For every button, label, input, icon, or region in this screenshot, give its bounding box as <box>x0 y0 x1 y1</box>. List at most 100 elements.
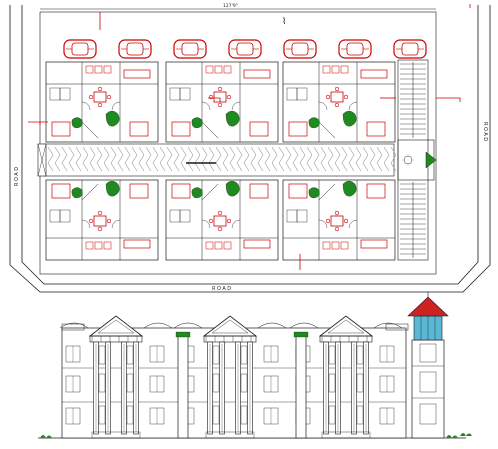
bed <box>51 183 71 199</box>
apartment-unit <box>282 179 396 261</box>
window <box>212 405 220 425</box>
parapet <box>385 323 409 331</box>
plant <box>342 180 357 197</box>
parking-car <box>63 39 97 59</box>
window <box>240 405 248 425</box>
plant <box>342 110 357 127</box>
window <box>212 345 220 365</box>
dining-table <box>330 91 344 103</box>
window <box>356 373 364 393</box>
plant <box>191 187 203 199</box>
bed <box>249 183 269 199</box>
window <box>356 345 364 365</box>
entry-gate-left <box>37 143 47 177</box>
road-label-left: ROAD <box>14 165 20 186</box>
residential-units <box>45 61 396 261</box>
road-outline-outer <box>9 5 491 293</box>
grass-tuft <box>460 433 472 436</box>
plant <box>225 180 240 197</box>
apartment-unit <box>165 61 279 143</box>
plant <box>191 117 203 129</box>
bed <box>129 183 149 199</box>
parking-cars <box>63 39 427 59</box>
elevation-blocks <box>59 315 409 439</box>
road-label-right: ROAD <box>482 122 488 143</box>
site-plan: 127'9" ⌇ ROAD ROAD ROAD <box>9 3 491 293</box>
parking-car <box>228 39 262 59</box>
entry-gate-right <box>425 151 437 169</box>
road-label-bottom: ROAD <box>212 286 233 292</box>
bed <box>129 121 149 137</box>
parking-car <box>118 39 152 59</box>
sofa <box>243 69 271 79</box>
apartment-unit <box>282 61 396 143</box>
entry-steps <box>205 431 255 439</box>
staircase <box>400 62 426 258</box>
annotation-leaders <box>28 4 471 270</box>
elevation-block <box>173 315 287 439</box>
grass-tuft <box>40 435 52 438</box>
window <box>240 373 248 393</box>
service-block-right <box>397 59 437 261</box>
facade-body <box>61 327 407 439</box>
sofa <box>360 69 388 79</box>
window <box>98 373 106 393</box>
entry-steps <box>91 431 141 439</box>
apartment-unit <box>45 61 159 143</box>
window <box>126 345 134 365</box>
bed <box>366 121 386 137</box>
dining-table <box>93 91 107 103</box>
plot-boundary <box>39 11 437 275</box>
planter <box>293 331 309 338</box>
apartment-unit <box>165 179 279 261</box>
window <box>98 405 106 425</box>
window <box>328 405 336 425</box>
parking-car <box>173 39 207 59</box>
entry-steps <box>321 431 371 439</box>
window <box>98 345 106 365</box>
bed <box>366 183 386 199</box>
apartment-unit <box>45 179 159 261</box>
dimension-text-top: 127'9" <box>223 3 238 9</box>
bed <box>171 121 191 137</box>
plant <box>71 117 83 129</box>
front-elevation <box>38 292 472 439</box>
dining-table <box>213 215 227 227</box>
stair-tower <box>407 292 449 439</box>
sofa <box>360 239 388 249</box>
plant <box>308 187 320 199</box>
sofa <box>243 239 271 249</box>
parking-car <box>338 39 372 59</box>
dome-roof <box>407 296 449 317</box>
bed <box>171 183 191 199</box>
plant <box>225 110 240 127</box>
elevation-block <box>289 315 403 439</box>
plant <box>105 180 120 197</box>
bed <box>249 121 269 137</box>
window <box>356 405 364 425</box>
grass-tuft <box>446 435 458 438</box>
herringbone-paving <box>47 146 397 172</box>
sofa <box>123 239 151 249</box>
elevation-block <box>59 315 173 439</box>
plant <box>308 117 320 129</box>
central-corridor <box>43 143 397 177</box>
dining-table <box>93 215 107 227</box>
parking-car <box>393 39 427 59</box>
bed <box>288 121 308 137</box>
parking-car <box>283 39 317 59</box>
window <box>126 373 134 393</box>
planter <box>175 331 191 338</box>
dining-table <box>330 215 344 227</box>
parapet <box>61 323 85 331</box>
window <box>328 345 336 365</box>
plant <box>71 187 83 199</box>
sofa <box>123 69 151 79</box>
road-outline-inner <box>21 5 479 285</box>
plant <box>105 110 120 127</box>
window <box>328 373 336 393</box>
divider-pillar <box>177 335 189 439</box>
window <box>212 373 220 393</box>
window <box>240 345 248 365</box>
